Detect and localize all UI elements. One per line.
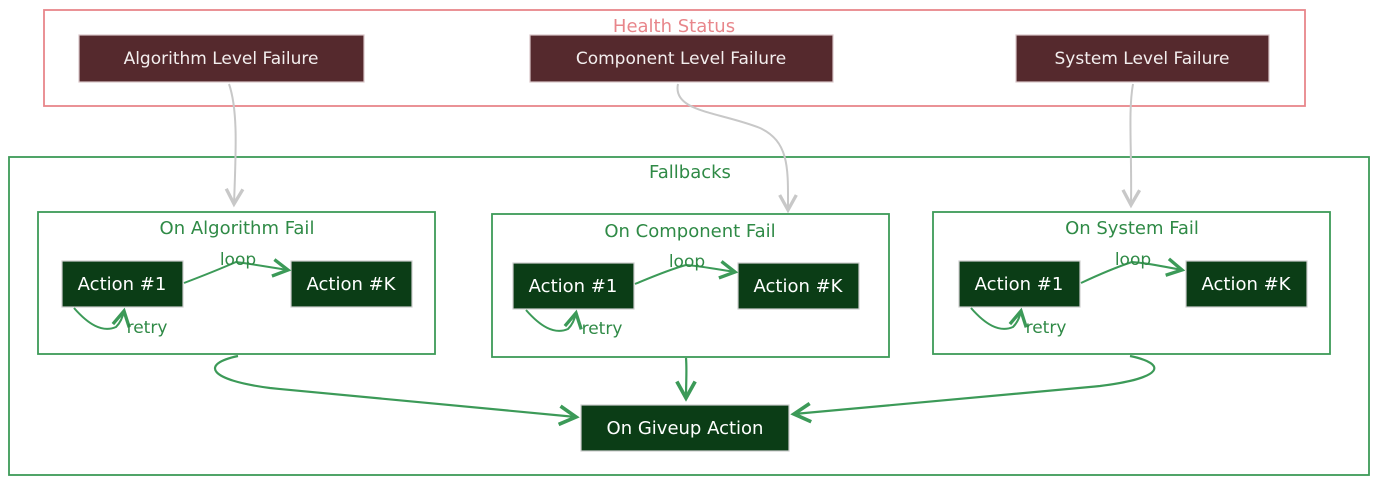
group-system-action-first-label: Action #1 bbox=[975, 274, 1064, 295]
group-system-loop-arrow bbox=[1080, 262, 1182, 284]
group-component-retry-arrow bbox=[525, 309, 576, 332]
failure-component-box: Component Level Failure bbox=[529, 34, 834, 83]
group-system-action-last-label: Action #K bbox=[1202, 274, 1292, 295]
group-algorithm-action-last-label: Action #K bbox=[307, 274, 397, 295]
group-system-action-first bbox=[958, 260, 1081, 308]
group-system-title: On System Fail bbox=[1065, 218, 1199, 239]
arrow-algorithm-to-group bbox=[229, 83, 236, 204]
fallbacks-title: Fallbacks bbox=[649, 162, 731, 183]
group-component-action-first-label: Action #1 bbox=[529, 276, 618, 297]
arrow-system-to-group bbox=[1130, 83, 1133, 205]
group-algorithm-title: On Algorithm Fail bbox=[160, 218, 315, 239]
group-algorithm-action-first bbox=[61, 260, 184, 308]
group-component-frame bbox=[491, 213, 890, 358]
failure-system-label: System Level Failure bbox=[1054, 49, 1229, 69]
failure-component-label: Component Level Failure bbox=[576, 49, 786, 69]
arrow-component-to-group bbox=[676, 83, 788, 210]
group-system-action-last bbox=[1185, 260, 1308, 308]
giveup-action-label: On Giveup Action bbox=[607, 418, 764, 439]
group-component-loop-arrow bbox=[634, 265, 735, 285]
fallbacks-group bbox=[8, 156, 1370, 476]
group-algorithm-retry-label: retry bbox=[127, 318, 168, 338]
group-algorithm-loop-label: loop bbox=[220, 250, 256, 270]
group-component-action-first bbox=[512, 262, 635, 310]
group-algorithm-loop-arrow bbox=[183, 262, 288, 284]
group-algorithm-action-first-label: Action #1 bbox=[78, 274, 167, 295]
group-algorithm-retry-arrow bbox=[73, 307, 124, 330]
group-system-loop-label: loop bbox=[1115, 250, 1151, 270]
group-component-loop-label: loop bbox=[669, 252, 705, 272]
health-status-group bbox=[43, 9, 1306, 107]
giveup-action-node: On Giveup Action bbox=[580, 404, 790, 452]
group-algorithm-action-last bbox=[290, 260, 413, 308]
group-system-fail: On System Fail Action #1 Action #K loop … bbox=[932, 211, 1331, 355]
group-component-action-last-label: Action #K bbox=[754, 276, 844, 297]
group-system-retry-label: retry bbox=[1026, 318, 1067, 338]
group-component-title: On Component Fail bbox=[604, 221, 775, 242]
arrow-system-to-giveup bbox=[794, 354, 1156, 414]
group-component-fail: On Component Fail Action #1 Action #K lo… bbox=[491, 213, 890, 358]
health-status-title: Health Status bbox=[613, 16, 735, 37]
group-system-frame bbox=[932, 211, 1331, 355]
group-component-action-last bbox=[737, 262, 860, 310]
arrow-algorithm-to-giveup bbox=[214, 354, 576, 417]
group-system-retry-arrow bbox=[970, 307, 1021, 330]
failure-algorithm-label: Algorithm Level Failure bbox=[124, 49, 319, 69]
failure-algorithm-box: Algorithm Level Failure bbox=[78, 34, 365, 83]
group-algorithm-frame bbox=[37, 211, 436, 355]
failure-system-box: System Level Failure bbox=[1015, 34, 1270, 83]
group-component-retry-label: retry bbox=[582, 319, 623, 339]
group-algorithm-fail: On Algorithm Fail Action #1 Action #K lo… bbox=[37, 211, 436, 355]
